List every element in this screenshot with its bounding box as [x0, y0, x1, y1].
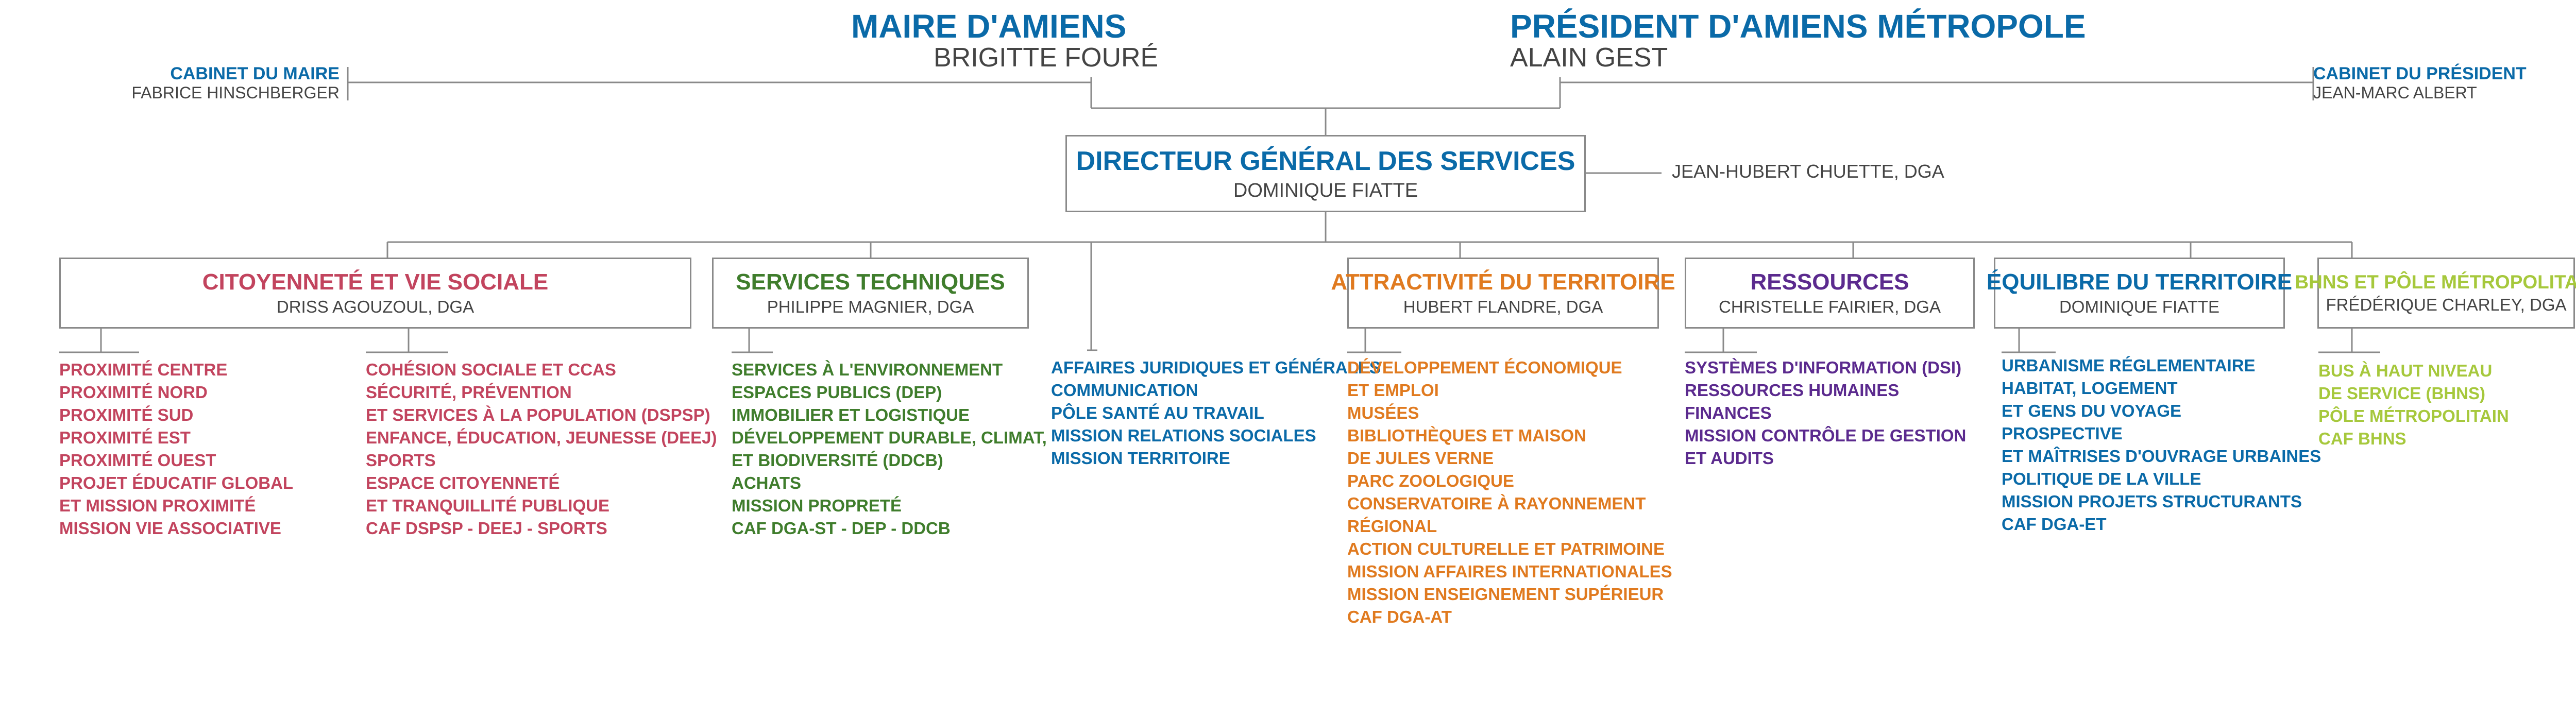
list-item: ESPACES PUBLICS (DEP)	[732, 383, 942, 402]
list-item: MISSION CONTRÔLE DE GESTION	[1685, 426, 1967, 445]
list-item: DE SERVICE (BHNS)	[2318, 384, 2485, 403]
list-item: ESPACE CITOYENNETÉ	[366, 473, 560, 492]
list-item: CAF DGA-AT	[1347, 607, 1452, 626]
list-ressources: SYSTÈMES D'INFORMATION (DSI) RESSOURCES H…	[1685, 356, 1966, 470]
dga-side-name: JEAN-HUBERT CHUETTE, DGA	[1672, 161, 1944, 182]
pole-ressources: RESSOURCES CHRISTELLE FAIRIER, DGA	[1685, 258, 1975, 329]
mayor-name: BRIGITTE FOURÉ	[934, 43, 1159, 73]
list-item: CAF DGA-ET	[2002, 515, 2107, 534]
list-item: PÔLE SANTÉ AU TRAVAIL	[1051, 403, 1264, 422]
list-item: ET BIODIVERSITÉ (DDCB)	[732, 451, 943, 470]
list-item: ET MISSION PROXIMITÉ	[59, 496, 256, 515]
pole-title: SERVICES TECHNIQUES	[736, 269, 1005, 295]
list-item: PROXIMITÉ EST	[59, 428, 191, 447]
list-services-techniques: SERVICES À L'ENVIRONNEMENT ESPACES PUBLIC…	[732, 358, 1047, 540]
list-equilibre: URBANISME RÉGLEMENTAIRE HABITAT, LOGEMENT…	[2002, 354, 2321, 536]
pole-dga: PHILIPPE MAGNIER, DGA	[767, 297, 974, 317]
list-item: MISSION VIE ASSOCIATIVE	[59, 519, 281, 538]
list-item: HABITAT, LOGEMENT	[2002, 379, 2178, 398]
pole-attractivite: ATTRACTIVITÉ DU TERRITOIRE HUBERT FLANDR…	[1331, 258, 1675, 329]
pole-dga: HUBERT FLANDRE, DGA	[1403, 297, 1603, 317]
list-item: MISSION TERRITOIRE	[1051, 449, 1230, 468]
list-item: MISSION PROPRETÉ	[732, 496, 902, 515]
list-item: SERVICES À L'ENVIRONNEMENT	[732, 360, 1003, 379]
list-item: POLITIQUE DE LA VILLE	[2002, 469, 2201, 488]
pole-title: ÉQUILIBRE DU TERRITOIRE	[1986, 269, 2293, 295]
list-item: PÔLE MÉTROPOLITAIN	[2318, 406, 2509, 425]
list-item: ET GENS DU VOYAGE	[2002, 401, 2182, 420]
list-item: MISSION ENSEIGNEMENT SUPÉRIEUR	[1347, 585, 1664, 604]
list-item: SÉCURITÉ, PRÉVENTION	[366, 383, 572, 402]
dg-name: DOMINIQUE FIATTE	[1233, 179, 1418, 201]
cabinet-president-title: CABINET DU PRÉSIDENT	[2313, 64, 2527, 83]
dg-box: DIRECTEUR GÉNÉRAL DES SERVICES DOMINIQUE…	[1065, 135, 1586, 212]
pole-dga: CHRISTELLE FAIRIER, DGA	[1719, 297, 1941, 317]
list-item: PROJET ÉDUCATIF GLOBAL	[59, 473, 294, 492]
list-direct-services: AFFAIRES JURIDIQUES ET GÉNÉRALES COMMUNIC…	[1051, 356, 1381, 470]
list-item: MISSION AFFAIRES INTERNATIONALES	[1347, 562, 1672, 581]
list-item: IMMOBILIER ET LOGISTIQUE	[732, 405, 970, 424]
cabinet-president-name: JEAN-MARC ALBERT	[2313, 83, 2477, 102]
list-citoyennete-proximite: PROXIMITÉ CENTRE PROXIMITÉ NORD PROXIMITÉ …	[59, 358, 293, 540]
pole-services-techniques: SERVICES TECHNIQUES PHILIPPE MAGNIER, DG…	[712, 258, 1029, 329]
list-item: COMMUNICATION	[1051, 381, 1198, 400]
list-item: CAF DGA-ST - DEP - DDCB	[732, 519, 951, 538]
list-item: ACHATS	[732, 473, 802, 492]
list-item: DÉVELOPPEMENT ÉCONOMIQUE	[1347, 358, 1622, 377]
list-item: FINANCES	[1685, 403, 1772, 422]
cabinet-maire-name: FABRICE HINSCHBERGER	[131, 83, 340, 102]
dg-title: DIRECTEUR GÉNÉRAL DES SERVICES	[1076, 146, 1575, 176]
list-item: RESSOURCES HUMAINES	[1685, 381, 1900, 400]
list-item: ET EMPLOI	[1347, 381, 1439, 400]
list-item: COHÉSION SOCIALE ET CCAS	[366, 360, 616, 379]
list-item: CAF DSPSP - DEEJ - SPORTS	[366, 519, 607, 538]
list-item: PROXIMITÉ OUEST	[59, 451, 216, 470]
list-item: AFFAIRES JURIDIQUES ET GÉNÉRALES	[1051, 358, 1381, 377]
pole-title: ATTRACTIVITÉ DU TERRITOIRE	[1331, 269, 1675, 295]
list-citoyennete-services: COHÉSION SOCIALE ET CCAS SÉCURITÉ, PRÉVEN…	[366, 358, 717, 540]
list-item: ET AUDITS	[1685, 449, 1774, 468]
list-item: ET SERVICES À LA POPULATION (DSPSP)	[366, 405, 710, 424]
pole-citoyennete: CITOYENNETÉ ET VIE SOCIALE DRISS AGOUZOU…	[59, 258, 691, 329]
list-item: ET MAÎTRISES D'OUVRAGE URBAINES	[2002, 447, 2321, 466]
list-item: SYSTÈMES D'INFORMATION (DSI)	[1685, 358, 1962, 377]
list-bhns: BUS À HAUT NIVEAU DE SERVICE (BHNS) PÔLE M…	[2318, 360, 2509, 450]
list-item: ACTION CULTURELLE ET PATRIMOINE	[1347, 539, 1665, 558]
list-item: BUS À HAUT NIVEAU	[2318, 361, 2493, 380]
list-item: CONSERVATOIRE À RAYONNEMENT	[1347, 494, 1646, 513]
pole-title: RESSOURCES	[1750, 269, 1909, 295]
list-item: BIBLIOTHÈQUES ET MAISON	[1347, 426, 1586, 445]
list-item: CAF BHNS	[2318, 429, 2406, 448]
pole-dga: FRÉDÉRIQUE CHARLEY, DGA	[2326, 295, 2567, 315]
cabinet-maire-title: CABINET DU MAIRE	[170, 64, 340, 83]
list-item: RÉGIONAL	[1347, 517, 1437, 536]
president-title: PRÉSIDENT D'AMIENS MÉTROPOLE	[1510, 8, 2086, 45]
pole-title: BHNS ET PÔLE MÉTROPOLITAIN	[2295, 271, 2576, 293]
list-item: ENFANCE, ÉDUCATION, JEUNESSE (DEEJ)	[366, 428, 717, 447]
pole-dga: DRISS AGOUZOUL, DGA	[276, 297, 474, 317]
list-attractivite: DÉVELOPPEMENT ÉCONOMIQUE ET EMPLOI MUSÉES B…	[1347, 356, 1672, 628]
list-item: SPORTS	[366, 451, 436, 470]
list-item: PROXIMITÉ NORD	[59, 383, 208, 402]
list-item: DÉVELOPPEMENT DURABLE, CLIMAT,	[732, 428, 1047, 447]
list-item: MUSÉES	[1347, 403, 1419, 422]
list-item: PROSPECTIVE	[2002, 424, 2123, 443]
list-item: ET TRANQUILLITÉ PUBLIQUE	[366, 496, 609, 515]
list-item: PARC ZOOLOGIQUE	[1347, 471, 1514, 490]
president-name: ALAIN GEST	[1510, 43, 1668, 73]
pole-equilibre: ÉQUILIBRE DU TERRITOIRE DOMINIQUE FIATTE	[1987, 258, 2292, 329]
pole-bhns: BHNS ET PÔLE MÉTROPOLITAIN FRÉDÉRIQUE CH…	[2295, 258, 2576, 329]
list-item: PROXIMITÉ CENTRE	[59, 360, 228, 379]
list-item: PROXIMITÉ SUD	[59, 405, 194, 424]
pole-dga: DOMINIQUE FIATTE	[2059, 297, 2220, 317]
list-item: URBANISME RÉGLEMENTAIRE	[2002, 356, 2256, 375]
pole-title: CITOYENNETÉ ET VIE SOCIALE	[202, 269, 549, 295]
list-item: MISSION RELATIONS SOCIALES	[1051, 426, 1316, 445]
list-item: MISSION PROJETS STRUCTURANTS	[2002, 492, 2302, 511]
list-item: DE JULES VERNE	[1347, 449, 1494, 468]
mayor-title: MAIRE D'AMIENS	[851, 8, 1127, 45]
